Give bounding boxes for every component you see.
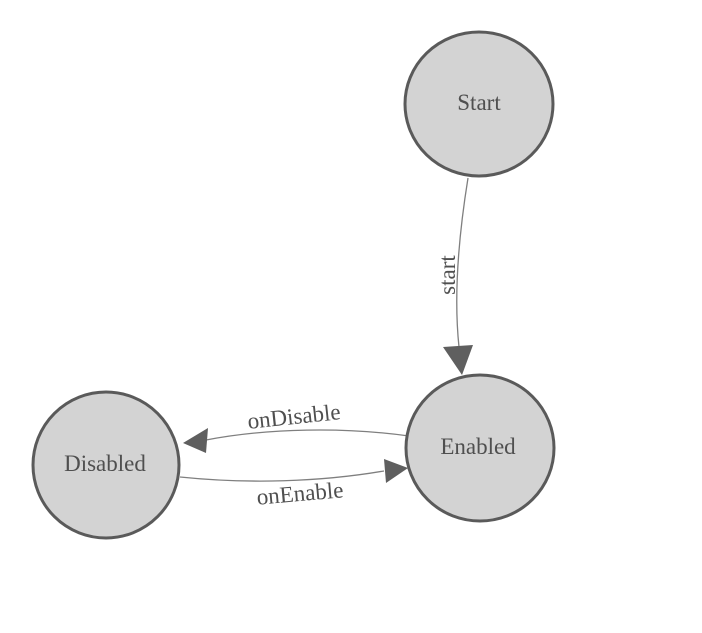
arrowhead-start-to-enabled-icon bbox=[443, 345, 473, 375]
node-disabled-label: Disabled bbox=[64, 451, 146, 476]
node-start-label: Start bbox=[457, 90, 501, 115]
edge-onenable-line bbox=[179, 470, 385, 482]
node-disabled-circle bbox=[31, 390, 181, 540]
edge-start-line bbox=[456, 177, 469, 348]
arrowhead-enabled-to-disabled-icon bbox=[183, 428, 208, 453]
node-start-circle bbox=[403, 30, 555, 178]
node-enabled-circle bbox=[404, 373, 556, 523]
edge-start: start bbox=[435, 177, 473, 375]
edge-label-onenable: onEnable bbox=[256, 477, 345, 509]
node-enabled: Enabled bbox=[404, 373, 556, 523]
node-disabled: Disabled bbox=[31, 390, 181, 540]
node-start: Start bbox=[403, 30, 555, 178]
edge-label-ondisable: onDisable bbox=[246, 399, 341, 434]
edge-label-start: start bbox=[435, 255, 460, 295]
edge-ondisable: onDisable bbox=[183, 399, 410, 453]
edge-ondisable-line bbox=[205, 429, 410, 441]
node-enabled-label: Enabled bbox=[440, 434, 516, 459]
arrowhead-disabled-to-enabled-icon bbox=[384, 459, 408, 483]
edge-onenable: onEnable bbox=[179, 459, 408, 510]
